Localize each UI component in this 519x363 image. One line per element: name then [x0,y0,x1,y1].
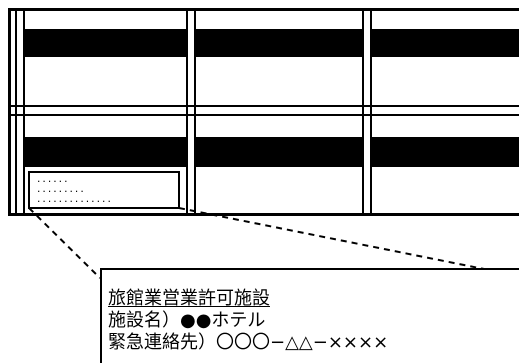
sticker-dots-row-2: ......... [36,185,85,195]
mail-slot-top-2 [195,29,363,57]
sticker-rect [28,171,180,209]
sticker-dots-row-1: ...... [36,175,69,185]
facility-name: 施設名）●●ホテル [108,310,266,331]
emergency-contact: 緊急連絡先）〇〇〇−△△−×××× [108,332,389,353]
permit-title: 旅館業営業許可施設 [108,288,270,309]
sticker-dots-row-3: .............. [36,195,112,205]
mail-slot-bottom-1 [24,137,187,167]
mail-slot-bottom-3 [371,137,519,167]
mail-slot-top-1 [24,29,187,57]
mail-slot-bottom-2 [195,137,363,167]
row-divider [10,105,519,116]
mail-slot-top-3 [371,29,519,57]
mail-slots [24,29,519,167]
callout-lines [28,207,519,279]
sign-label-enlarged: 旅館業営業許可施設 施設名）●●ホテル 緊急連絡先）〇〇〇−△△−×××× [100,268,519,363]
mailbox-outer-frame [8,8,519,216]
